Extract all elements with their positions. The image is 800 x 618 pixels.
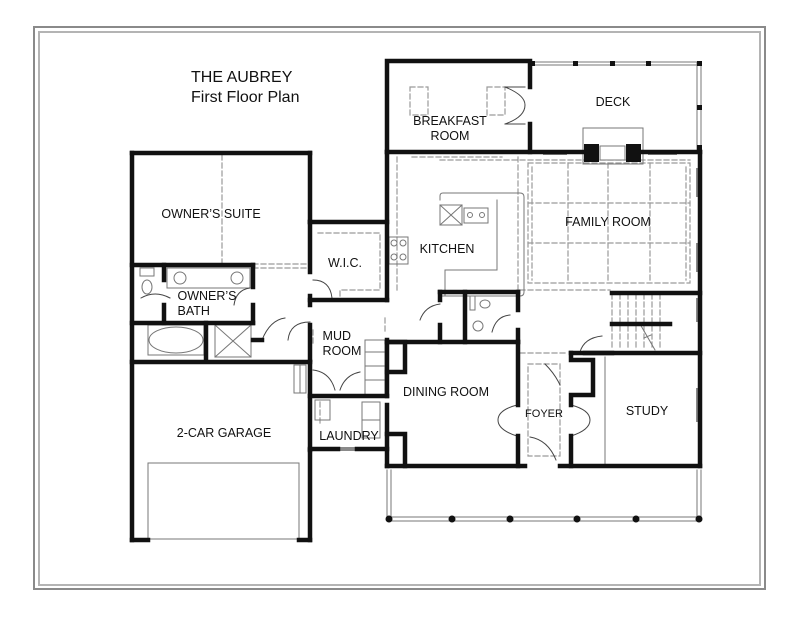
room-label-foyer: FOYER xyxy=(525,408,563,420)
room-label-owners-bath: OWNER’S BATH xyxy=(177,289,237,318)
room-label-wic: W.I.C. xyxy=(327,256,363,270)
room-label-laundry: LAUNDRY xyxy=(319,429,379,443)
porch-columns xyxy=(385,515,703,523)
walls xyxy=(129,58,703,543)
plan-title-subtitle: First Floor Plan xyxy=(191,89,300,106)
room-label-deck: DECK xyxy=(595,95,631,109)
door-swings xyxy=(140,86,603,461)
plan-title: THE AUBREY First Floor Plan xyxy=(191,68,299,108)
fixtures xyxy=(139,61,702,540)
plan-title-name: THE AUBREY xyxy=(191,69,293,86)
room-label-study: STUDY xyxy=(625,404,669,418)
outer-frame-border xyxy=(33,26,766,590)
room-label-kitchen: KITCHEN xyxy=(419,242,475,256)
room-label-mud-room: MUD ROOM xyxy=(322,329,362,358)
room-label-owners-suite: OWNER’S SUITE xyxy=(161,207,261,221)
room-label-garage: 2-CAR GARAGE xyxy=(176,426,272,440)
room-label-family-room: FAMILY ROOM xyxy=(565,215,651,229)
room-label-dining-room: DINING ROOM xyxy=(402,385,490,399)
room-label-breakfast-room: BREAKFAST ROOM xyxy=(413,114,487,143)
deck-posts xyxy=(530,61,702,150)
inner-frame-border xyxy=(38,31,761,586)
